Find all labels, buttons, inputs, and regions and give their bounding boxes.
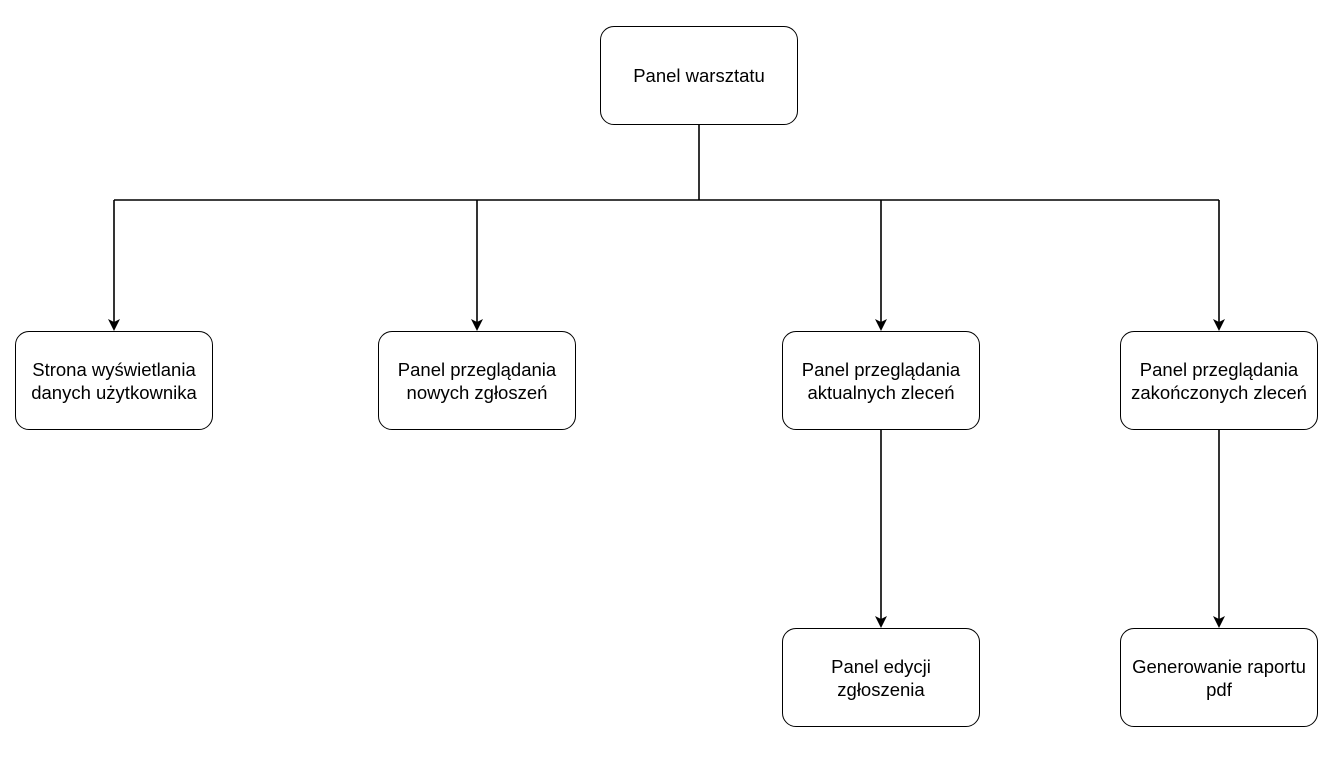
node-label: Panel przeglądania nowych zgłoszeń: [397, 358, 557, 403]
node-pdf-report-generation[interactable]: Generowanie raportu pdf: [1120, 628, 1318, 727]
node-label: Panel edycji zgłoszenia: [831, 655, 931, 700]
node-edit-report-panel[interactable]: Panel edycji zgłoszenia: [782, 628, 980, 727]
node-label: Generowanie raportu pdf: [1132, 655, 1306, 700]
node-current-orders-panel[interactable]: Panel przeglądania aktualnych zleceń: [782, 331, 980, 430]
node-label: Panel przeglądania aktualnych zleceń: [801, 358, 961, 403]
node-label: Panel warsztatu: [633, 65, 765, 86]
node-new-reports-panel[interactable]: Panel przeglądania nowych zgłoszeń: [378, 331, 576, 430]
node-user-data-page[interactable]: Strona wyświetlania danych użytkownika: [15, 331, 213, 430]
node-completed-orders-panel[interactable]: Panel przeglądania zakończonych zleceń: [1120, 331, 1318, 430]
node-label: Strona wyświetlania danych użytkownika: [31, 358, 197, 403]
node-panel-warsztatu[interactable]: Panel warsztatu: [600, 26, 798, 125]
node-label: Panel przeglądania zakończonych zleceń: [1131, 358, 1307, 403]
